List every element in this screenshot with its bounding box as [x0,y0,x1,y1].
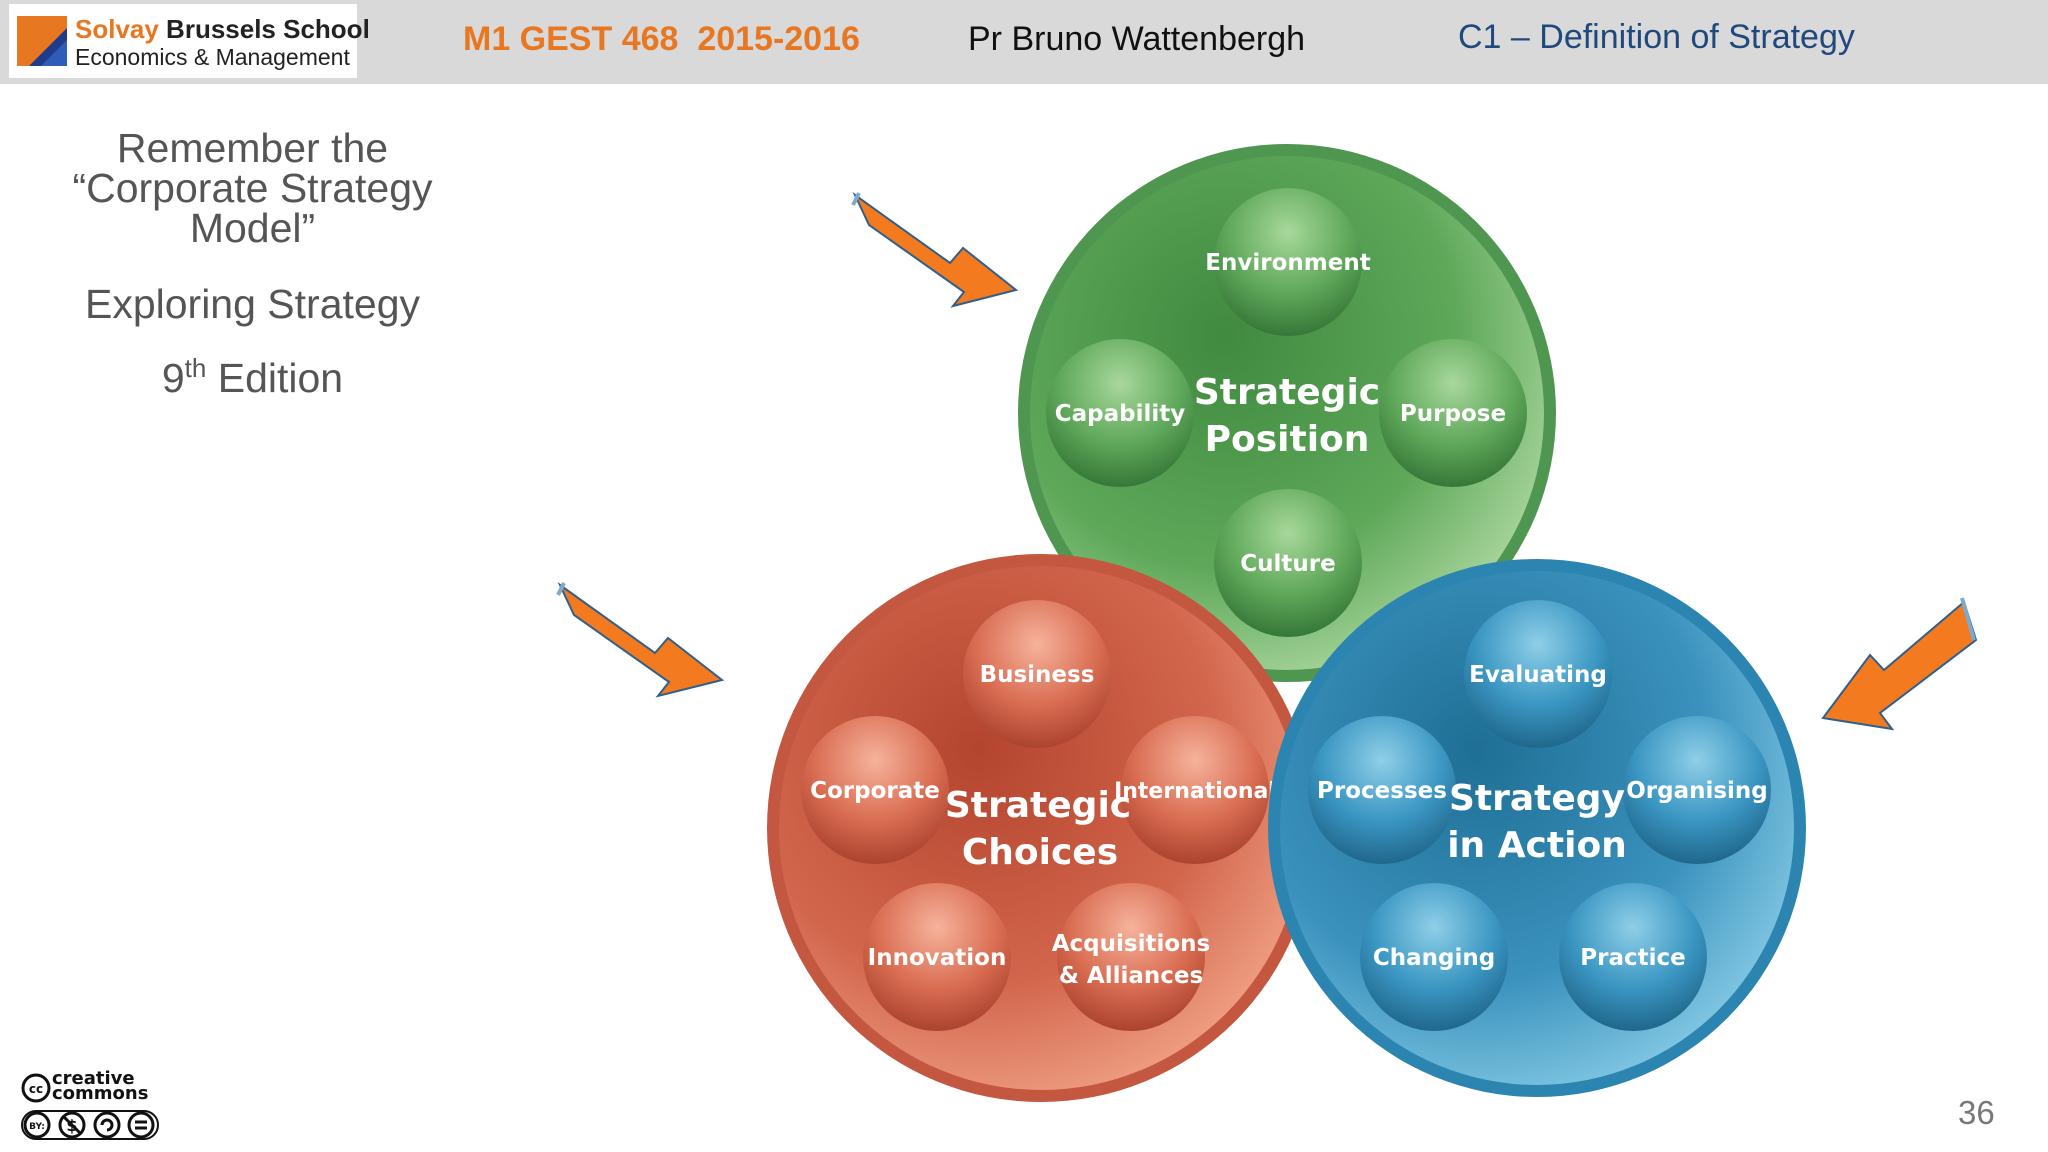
arrow-top-icon [851,191,1019,308]
arrow-right-icon [1821,597,1978,731]
action-ball-evaluating [1464,600,1612,748]
strategy-in-action-circle: Evaluating Processes Organising Changing… [1268,559,1806,1097]
action-title-line1: Strategy [1449,778,1625,819]
cc-line2: commons [52,1083,148,1104]
action-item-processes: Processes [1317,778,1447,804]
cc-by-icon: BY: [23,1111,51,1139]
position-ball-environment [1214,188,1362,336]
position-title-line1: Strategic [1194,372,1380,413]
action-ball-changing [1360,883,1508,1031]
logo-mark-icon [17,16,67,66]
cc-sharealike-icon [93,1111,121,1139]
choices-item-corporate: Corporate [810,778,940,804]
edition-label: 9th Edition [161,353,344,401]
action-item-evaluating: Evaluating [1469,662,1607,688]
header-bar: Solvay Brussels School Economics & Manag… [0,0,2048,84]
position-ball-purpose [1379,339,1527,487]
arrow-left-icon [556,581,725,698]
logo-line1: Solvay Brussels School [75,14,370,44]
professor-name: Pr Bruno Wattenbergh [968,20,1306,58]
cc-icon: cc [21,1073,51,1103]
svg-text:cc: cc [29,1082,43,1096]
course-code: M1 GEST 468 2015-2016 [463,20,860,58]
intro-line2: “Corporate Strategy [72,165,433,211]
cc-noncommercial-icon: $ [58,1111,86,1139]
position-item-environment: Environment [1205,250,1370,276]
action-item-practice: Practice [1580,945,1685,971]
strategic-position-circle: Environment Capability Purpose Culture S… [1018,144,1556,682]
choices-item-business: Business [980,662,1095,688]
strategic-choices-circle: Business Corporate International Innovat… [767,554,1315,1102]
cc-noderivs-icon [127,1111,155,1139]
action-ball-organising [1623,716,1771,864]
action-ball-processes [1308,716,1456,864]
position-title-line2: Position [1205,419,1370,460]
action-title-line2: in Action [1447,825,1627,866]
svg-text:BY:: BY: [29,1122,45,1132]
choices-ball-international [1121,716,1269,864]
action-item-changing: Changing [1373,945,1495,971]
action-ball-practice [1559,883,1707,1031]
cc-line1: creative [52,1068,135,1089]
position-item-capability: Capability [1055,401,1186,427]
position-disc [1030,156,1544,670]
choices-item-innovation: Innovation [868,945,1007,971]
position-ball-culture [1214,489,1362,637]
choices-ball-business [963,600,1111,748]
intro-line3: Model” [189,205,316,251]
creative-commons-badge: cc creative commons BY: $ [21,1068,159,1140]
slide-number: 36 [1958,1094,1995,1131]
choices-ball-corporate [801,716,949,864]
choices-title-line2: Choices [962,832,1118,873]
choices-item-alliances: & Alliances [1059,963,1203,989]
choices-item-acquisitions: Acquisitions [1052,931,1210,957]
choices-title-line1: Strategic [945,785,1131,826]
chapter-title: C1 – Definition of Strategy [1458,18,1855,56]
intro-line1: Remember the [116,125,389,171]
position-item-purpose: Purpose [1400,401,1506,427]
choices-item-international: International [1114,779,1276,804]
choices-ball-acquisitions [1057,883,1205,1031]
book-title: Exploring Strategy [84,281,420,327]
action-item-organising: Organising [1626,778,1768,804]
school-logo: Solvay Brussels School Economics & Manag… [9,4,370,78]
logo-line2: Economics & Management [75,44,350,70]
choices-ball-innovation [863,883,1011,1031]
intro-heading: Remember the “Corporate Strategy Model” [30,125,475,251]
position-item-culture: Culture [1240,551,1335,577]
position-ball-capability [1046,339,1194,487]
